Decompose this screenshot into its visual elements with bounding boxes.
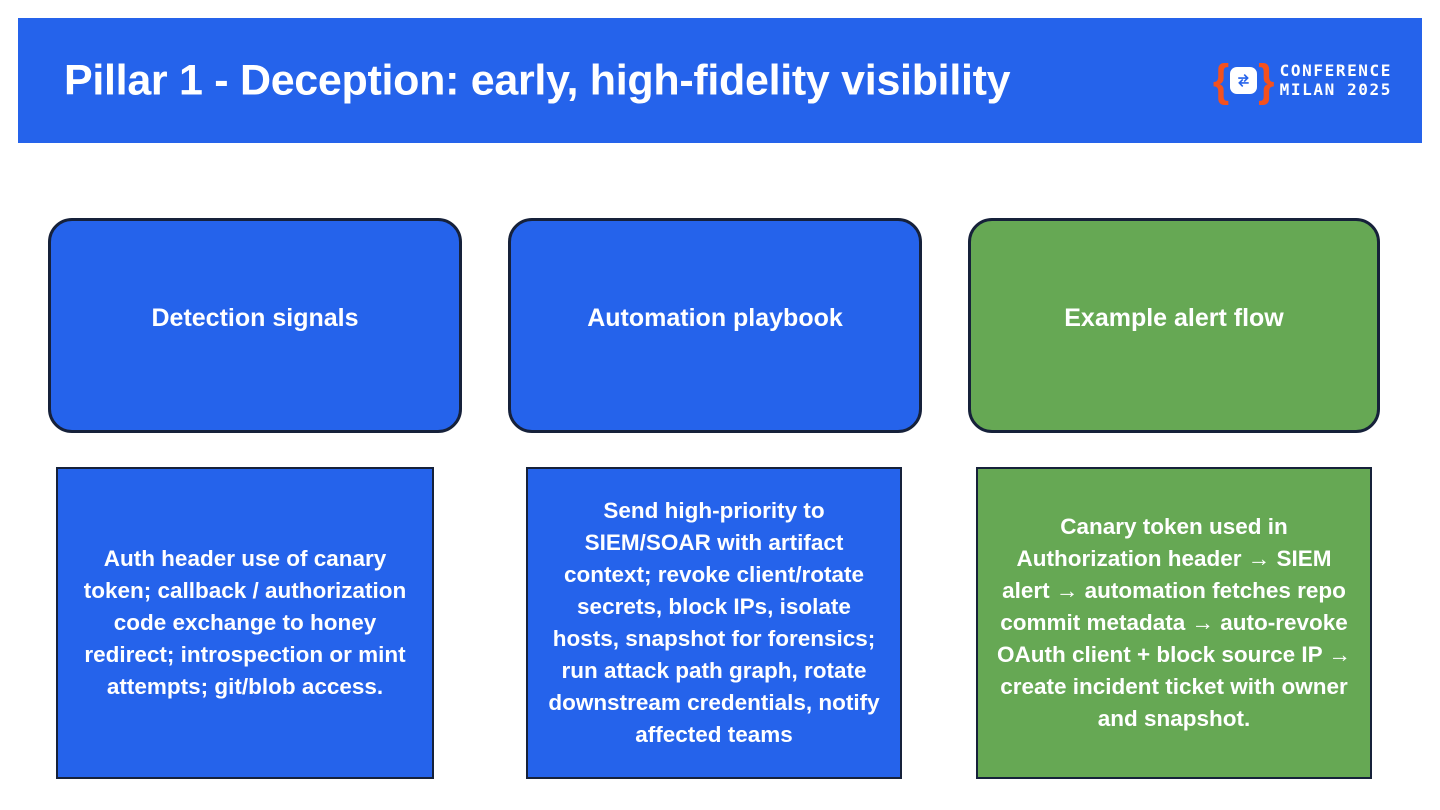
card-body-text: Auth header use of canary token; callbac… [83,546,407,699]
logo-mark: { } [1213,55,1275,105]
page-title: Pillar 1 - Deception: early, high-fideli… [64,56,1011,104]
logo-wordmark: CONFERENCE MILAN 2025 [1279,60,1392,100]
card-body-text: Canary token used in Authorization heade… [996,514,1352,731]
logo-line-conference: CONFERENCE [1279,60,1392,80]
card-header-label: Detection signals [151,303,359,332]
columns-container: Detection signals Auth header use of can… [48,218,1382,779]
card-header-automation-playbook[interactable]: Automation playbook [508,218,922,433]
right-brace-icon: } [1258,55,1275,105]
conference-logo: { } CONFERENCE MILAN 2025 [1213,55,1392,105]
card-body-example-alert-flow: Canary token used in Authorization heade… [976,467,1372,779]
column-automation-playbook: Automation playbook Send high-priority t… [508,218,922,779]
logo-line-milan-2025: MILAN 2025 [1279,79,1392,99]
card-header-detection-signals[interactable]: Detection signals [48,218,462,433]
slide-header-banner: Pillar 1 - Deception: early, high-fideli… [18,18,1422,143]
column-example-alert-flow: Example alert flow Canary token used in … [968,218,1382,779]
left-brace-icon: { [1212,55,1230,105]
card-header-label: Automation playbook [587,303,843,332]
card-body-automation-playbook: Send high-priority to SIEM/SOAR with art… [526,467,902,779]
card-header-example-alert-flow[interactable]: Example alert flow [968,218,1380,433]
swap-arrows-icon [1230,67,1258,94]
card-body-detection-signals: Auth header use of canary token; callbac… [56,467,434,779]
card-body-text: Send high-priority to SIEM/SOAR with art… [548,498,880,747]
card-header-label: Example alert flow [1064,303,1284,332]
column-detection-signals: Detection signals Auth header use of can… [48,218,462,779]
